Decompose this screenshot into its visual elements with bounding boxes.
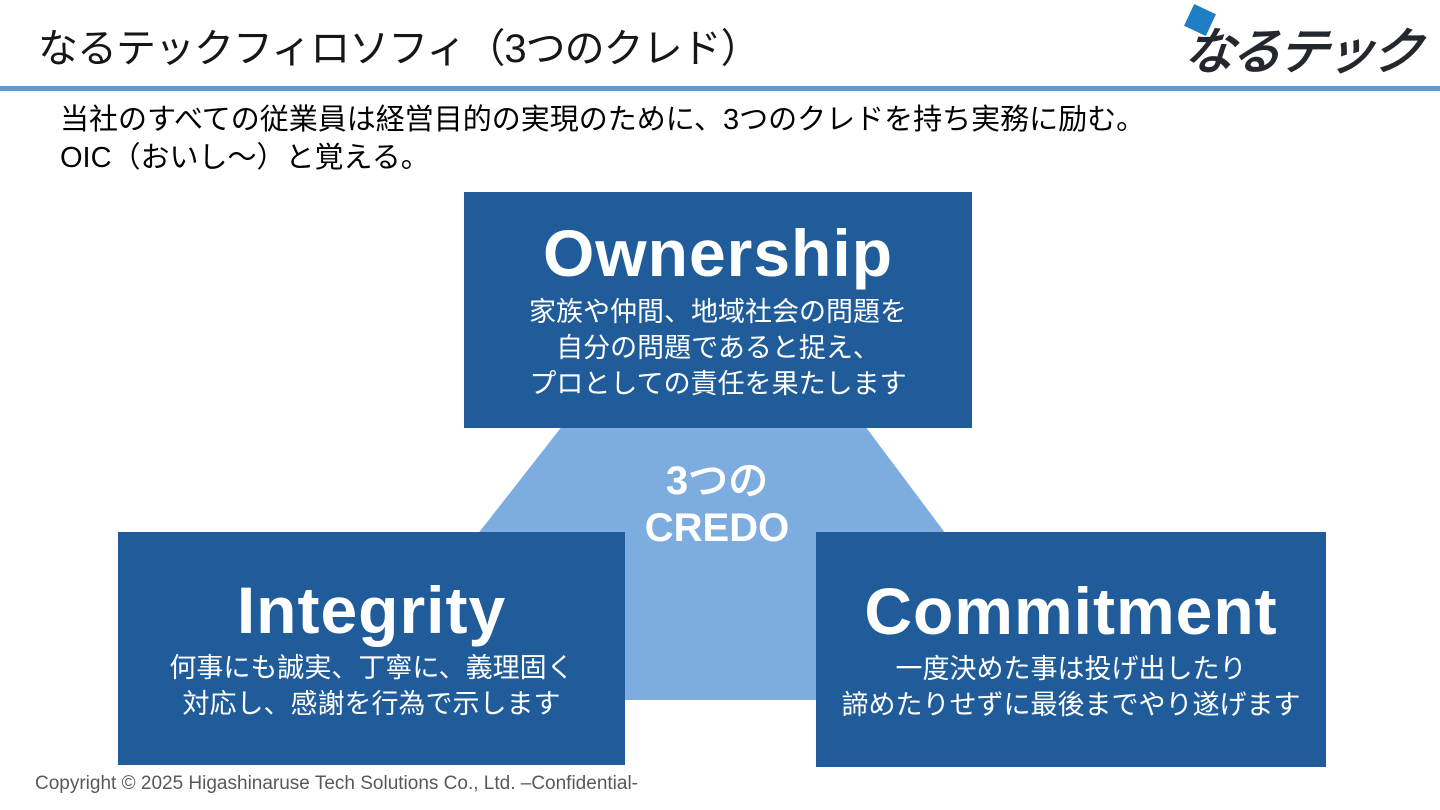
credo-box-ownership: Ownership 家族や仲間、地域社会の問題を 自分の問題であると捉え、 プロ… xyxy=(464,192,972,428)
credo-center-line-2: CREDO xyxy=(644,506,790,550)
copyright-notice: Copyright © 2025 Higashinaruse Tech Solu… xyxy=(35,773,638,794)
credo-box-commitment: Commitment 一度決めた事は投げ出したり 諦めたりせずに最後までやり遂げ… xyxy=(816,532,1326,767)
intro-line-1: 当社のすべての従業員は経営目的の実現のために、3つのクレドを持ち実務に励む。 xyxy=(60,104,1146,136)
credo-description-line: 何事にも誠実、丁寧に、義理固く xyxy=(169,653,574,684)
credo-title-commitment: Commitment xyxy=(864,573,1278,648)
intro-line-2: OIC（おいし～）と覚える。 xyxy=(60,142,430,174)
credo-center-line-1: 3つの xyxy=(665,459,769,503)
intro-text: 当社のすべての従業員は経営目的の実現のために、3つのクレドを持ち実務に励む。 O… xyxy=(60,101,1145,177)
credo-description-line: 諦めたりせずに最後までやり遂げます xyxy=(841,690,1301,721)
page-title: なるテックフィロソフィ（3つのクレド） xyxy=(38,27,761,71)
credo-box-integrity: Integrity 何事にも誠実、丁寧に、義理固く 対応し、感謝を行為で示します xyxy=(118,532,625,765)
credo-description-line: 一度決めた事は投げ出したり xyxy=(895,654,1247,685)
credo-description-line: 自分の問題であると捉え、 xyxy=(556,332,880,363)
title-divider xyxy=(0,86,1440,91)
credo-description-line: 対応し、感謝を行為で示します xyxy=(182,689,561,720)
credo-description-line: 家族や仲間、地域社会の問題を xyxy=(529,296,907,327)
credo-center-label: 3つの CREDO xyxy=(567,458,867,552)
credo-title-integrity: Integrity xyxy=(236,572,507,647)
credo-title-ownership: Ownership xyxy=(542,216,894,291)
credo-description-line: プロとしての責任を果たします xyxy=(529,368,907,399)
